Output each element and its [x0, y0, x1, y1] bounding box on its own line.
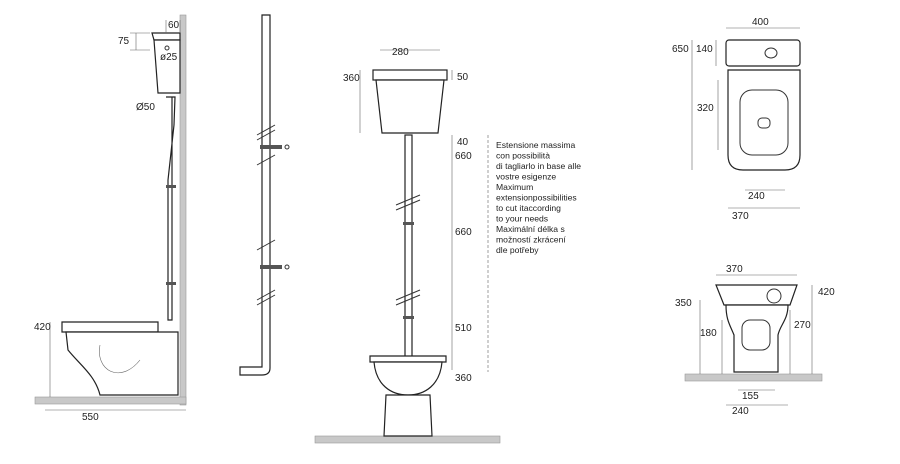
seat	[61, 321, 159, 333]
bowl	[373, 361, 443, 396]
floor	[314, 435, 501, 444]
dim-tank-width: 60	[168, 20, 180, 31]
pipe	[239, 14, 271, 376]
pedestal	[725, 304, 789, 373]
dim-seg-360: 360	[455, 373, 472, 384]
side-view: 60 75 ø25 Ø50 420 550	[34, 14, 187, 423]
floor	[684, 373, 823, 382]
dim-width: 400	[752, 17, 769, 28]
bracket	[260, 265, 282, 269]
bracket	[260, 145, 282, 149]
dim-height: 420	[818, 287, 835, 298]
inlet-hole	[164, 45, 170, 51]
pipe-sections	[239, 14, 290, 376]
trap	[99, 344, 141, 374]
note-line: to cut itaccording	[496, 203, 561, 213]
dim-outlet-height: 180	[700, 328, 717, 339]
dim-pipe-diameter: Ø50	[136, 102, 155, 113]
note-line: Maximum	[496, 182, 533, 192]
front-view: 280 360 50 40 660 660 510 360	[314, 47, 501, 444]
note-line: Estensione massima	[496, 140, 576, 150]
flush-pipe	[404, 134, 413, 358]
dim-base: 370	[732, 211, 749, 222]
dim-outlet: 240	[748, 191, 765, 202]
dim-tank-height: 360	[343, 73, 360, 84]
note-line: vostre esigenze	[496, 172, 556, 182]
note-line: extensionpossibilities	[496, 193, 577, 203]
dim-tank-lid: 75	[118, 36, 130, 47]
dim-tank-width: 280	[392, 47, 409, 58]
bowl	[727, 69, 801, 171]
cistern	[375, 79, 445, 134]
dim-seg-510: 510	[455, 323, 472, 334]
note-line: možností zkrácení	[496, 235, 566, 245]
bowl	[65, 331, 179, 396]
wall	[179, 14, 187, 406]
dim-seg-660b: 660	[455, 227, 472, 238]
bowl-rim	[715, 284, 798, 306]
note-line: con possibilità	[496, 151, 550, 161]
pipe-bracket	[166, 282, 176, 285]
dim-width: 370	[726, 264, 743, 275]
dim-bowl-height: 420	[34, 322, 51, 333]
note-line: Maximální délka s	[496, 224, 565, 234]
extension-note: Estensione massima con possibilità di ta…	[496, 140, 581, 255]
floor	[34, 396, 187, 405]
dim-bowl: 320	[697, 103, 714, 114]
dim-rim: 350	[675, 298, 692, 309]
tank-lid	[151, 32, 181, 41]
tank	[725, 39, 801, 67]
outlet	[741, 319, 771, 351]
dim-seg-40: 40	[457, 137, 469, 148]
front-bottom-view: 370 420 350 180 270 155 240	[675, 264, 835, 417]
dim-length: 650	[672, 44, 689, 55]
cistern	[153, 39, 181, 94]
dim-seg-660a: 660	[455, 151, 472, 162]
dim-tank-offset: 50	[457, 72, 469, 83]
pedestal	[383, 394, 433, 437]
note-line: di tagliarlo in base alle	[496, 161, 581, 171]
dim-base-a: 155	[742, 391, 759, 402]
dim-tank-depth: 140	[696, 44, 713, 55]
flush-pipe	[166, 96, 176, 321]
dim-base-height: 270	[794, 320, 811, 331]
dim-base-b: 240	[732, 406, 749, 417]
top-view: 400 650 140 320 240 370	[672, 17, 801, 222]
note-line: to your needs	[496, 214, 548, 224]
tank-lid	[372, 69, 448, 81]
dim-projection: 550	[82, 412, 99, 423]
pipe-bracket	[166, 185, 176, 188]
note-line: dle potřeby	[496, 245, 539, 255]
bowl-rim	[369, 355, 447, 363]
dim-inlet-diameter: ø25	[160, 52, 178, 63]
